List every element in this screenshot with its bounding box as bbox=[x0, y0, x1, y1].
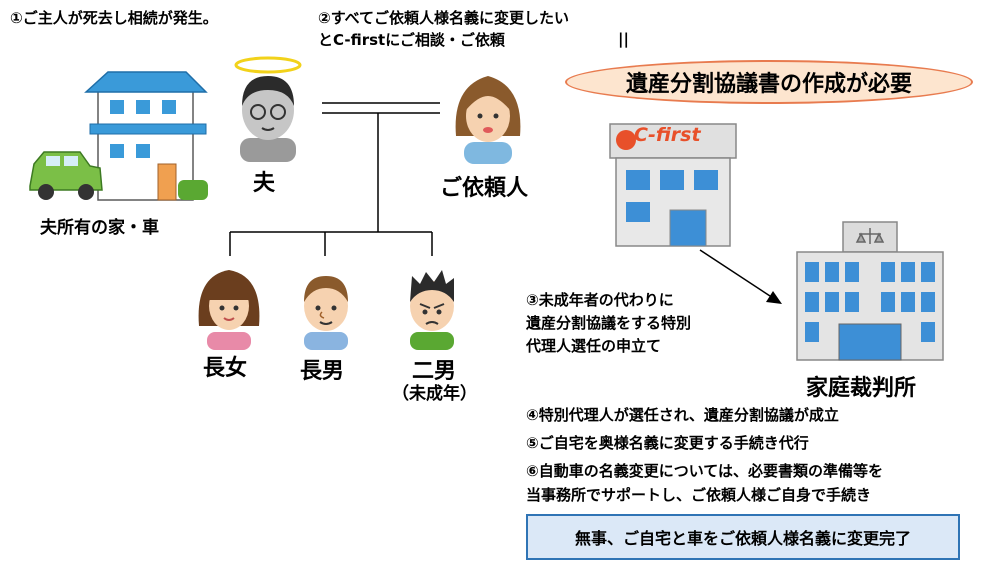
step-2-line-2: とC-firstにご相談・ご依頼 bbox=[318, 31, 505, 49]
step-6-line-1: ⑥自動車の名義変更については、必要書類の準備等を bbox=[526, 462, 883, 480]
daughter-avatar bbox=[198, 270, 260, 350]
arrow-office-to-court bbox=[699, 249, 771, 297]
step-3-line-2: 遺産分割協議をする特別 bbox=[526, 314, 692, 332]
house-car-illustration bbox=[29, 71, 208, 201]
result-text: 無事、ご自宅と車をご依頼人様名義に変更完了 bbox=[574, 529, 911, 548]
banner-agreement-required: 遺産分割協議書の作成が必要 bbox=[565, 60, 973, 104]
office-sign-text: C-first bbox=[634, 124, 701, 146]
arrow-head bbox=[766, 291, 782, 304]
step-3-line-3: 代理人選任の申立て bbox=[526, 337, 662, 355]
husband-label: 夫 bbox=[253, 171, 276, 196]
son1-avatar bbox=[304, 276, 348, 350]
step-1-text: ①ご主人が死去し相続が発生。 bbox=[10, 9, 218, 27]
husband-avatar bbox=[234, 56, 302, 162]
result-box: 無事、ご自宅と車をご依頼人様名義に変更完了 bbox=[526, 514, 960, 560]
daughter-label: 長女 bbox=[203, 356, 248, 381]
court-label: 家庭裁判所 bbox=[806, 376, 917, 401]
son1-label: 長男 bbox=[300, 359, 345, 384]
step-2-line-1: ②すべてご依頼人様名義に変更したい bbox=[318, 9, 570, 27]
client-label: ご依頼人 bbox=[440, 176, 529, 201]
house-car-label: 夫所有の家・車 bbox=[40, 218, 159, 238]
equals-mark: || bbox=[618, 30, 629, 48]
son2-avatar bbox=[410, 270, 454, 350]
banner-text: 遺産分割協議書の作成が必要 bbox=[625, 72, 912, 97]
son2-note: （未成年） bbox=[392, 384, 477, 404]
step-6-line-2: 当事務所でサポートし、ご依頼人様ご自身で手続き bbox=[526, 486, 872, 504]
step-3-line-1: ③未成年者の代わりに bbox=[526, 291, 674, 309]
court-building-icon bbox=[796, 221, 944, 361]
client-avatar bbox=[455, 76, 521, 164]
office-building-icon bbox=[609, 123, 737, 247]
step-4-text: ④特別代理人が選任され、遺産分割協議が成立 bbox=[526, 406, 839, 424]
step-5-text: ⑤ご自宅を奥様名義に変更する手続き代行 bbox=[526, 434, 809, 452]
son2-label: 二男 bbox=[412, 359, 457, 384]
